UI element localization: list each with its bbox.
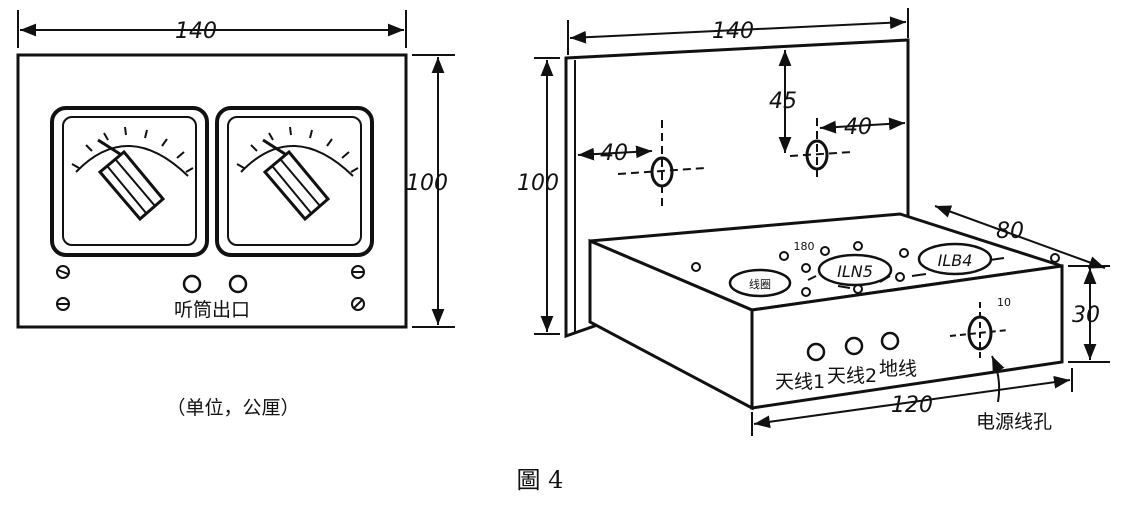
meter-scale-ticks [236,126,359,173]
screw [351,265,365,279]
tube-label-ilb4: ILB4 [938,251,973,270]
meter-scale-ticks [71,126,194,173]
chassis-width-label: 120 [891,393,933,418]
meter-knob [97,138,166,222]
headphone-jack-left [182,274,202,294]
coil-label: 线圈 [749,277,771,291]
mounting-hole-right [789,118,853,177]
potentiometer-mark: 10 [997,296,1011,309]
antenna-1-jack [806,342,826,362]
panel-width-dim-line [569,16,907,44]
screw [56,265,70,279]
panel-screws [56,265,365,311]
chassis-depth-dim-line [934,205,1106,269]
mounting-hole-left [617,120,706,207]
hole-right-label: 40 [844,115,872,140]
chassis-width-dim-line [753,375,1071,429]
left-meter [50,106,209,257]
ground-label: 地线 [879,358,917,380]
front-panel [16,53,408,329]
coil-socket [728,268,792,298]
front-height-label: 100 [406,171,448,196]
tube-label-iln5: ILN5 [837,262,873,281]
hole-right-dim-line [819,117,906,134]
perspective-view [534,8,1110,436]
headphone-jack-right [228,274,248,294]
units-note: （单位，公厘） [166,397,299,419]
chassis-depth-label: 80 [996,219,1024,244]
hole-left-dim-line [577,145,653,161]
capacitor-value-mark: 180 [794,240,815,253]
antenna-2-label: 天线2 [827,365,877,387]
ground-jack [880,331,900,351]
power-cord-hole-label: 电源线孔 [976,411,1052,433]
wiring-marks [807,257,1005,289]
panel-width-label: 140 [712,19,754,44]
chassis-front [750,264,1064,410]
antenna-2-jack [844,336,864,356]
chassis-height-label: 30 [1072,303,1100,328]
antenna-1-label: 天线1 [775,371,825,393]
figure-caption: 圖 4 [517,466,564,494]
front-view [16,10,455,329]
headphone-output-label: 听筒出口 [174,299,250,321]
meter-knob [262,138,331,222]
screw [351,297,365,311]
panel-height-label: 100 [517,171,559,196]
hole-depth-label: 45 [769,89,797,114]
hole-left-label: 40 [600,141,628,166]
front-width-label: 140 [175,19,217,44]
right-meter [215,106,374,257]
